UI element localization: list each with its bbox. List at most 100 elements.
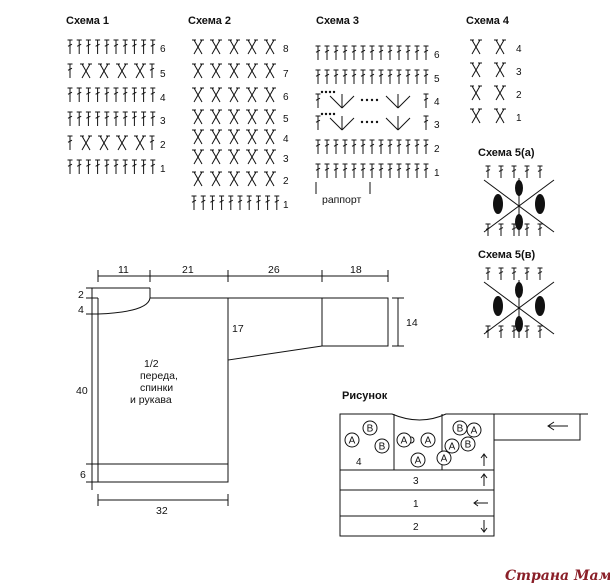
crossed-stitch-symbol [210,63,222,79]
crossed-stitch-symbol [246,129,258,145]
double-crochet-symbol [378,69,384,84]
double-crochet-symbol [498,325,504,338]
double-crochet-symbol [511,165,517,178]
double-crochet-symbol [396,163,402,178]
double-crochet-symbol [76,87,82,102]
double-crochet-symbol [113,159,119,174]
double-crochet-symbol [396,69,402,84]
crossed-stitch-symbol [470,62,482,78]
motif-circle [436,450,452,466]
puff-stitch-symbol [535,194,545,214]
scheme-3-row-1: 1 [434,168,440,179]
double-crochet-symbol [511,267,517,280]
double-crochet-symbol [255,195,261,210]
double-crochet-symbol [524,325,530,338]
double-crochet-symbol [76,39,82,54]
scheme-5b-motif [483,267,555,338]
scheme-3-row-6: 6 [434,50,440,61]
arrow-left-sleeve [547,421,568,431]
double-crochet-symbol [113,87,119,102]
dim-side-17: 17 [232,323,244,335]
chain-dot [375,120,379,124]
fan-stroke [329,117,343,131]
crossed-stitch-symbol [210,87,222,103]
double-crochet-symbol [85,39,91,54]
double-crochet-symbol [351,69,357,84]
double-crochet-symbol [315,93,321,108]
dim-top-11: 11 [118,264,129,276]
motif-circle [420,432,436,448]
layout-diagram-title: Рисунок [342,390,388,402]
dim-left-6: 6 [80,469,86,481]
double-crochet-symbol [537,223,543,236]
watermark-text: Страна Мам [505,568,610,584]
crossed-stitch-symbol [192,149,204,165]
double-crochet-symbol [396,139,402,154]
chain-dot [365,98,369,102]
crossed-stitch-symbol [228,87,240,103]
arrow-down-row-2 [480,520,488,533]
crossed-stitch-symbol [494,108,506,124]
arrow-up-section-4 [480,453,488,466]
chain-dot [375,98,379,102]
motif-circle [410,452,426,468]
double-crochet-symbol [485,165,491,178]
double-crochet-symbol [315,163,321,178]
scheme-4-chart [470,39,506,124]
double-crochet-symbol [104,39,110,54]
double-crochet-symbol [67,63,73,78]
double-crochet-symbol [537,165,543,178]
double-crochet-symbol [67,159,73,174]
chain-dot [360,98,364,102]
double-crochet-symbol [369,139,375,154]
double-crochet-symbol [141,159,147,174]
crossed-stitch-symbol [210,171,222,187]
scheme-3-title: Схема 3 [316,15,359,27]
double-crochet-symbol [333,69,339,84]
double-crochet-symbol [95,87,101,102]
scheme-5b-title: Схема 5(в) [478,249,535,261]
double-crochet-symbol [113,39,119,54]
dim-bottom-32: 32 [156,505,168,517]
scheme-2-row-5: 5 [283,114,289,125]
double-crochet-symbol [131,111,137,126]
scheme-2-row-7: 7 [283,69,289,80]
crossed-stitch-symbol [134,135,146,151]
crossed-stitch-symbol [264,171,276,187]
double-crochet-symbol [423,93,429,108]
crossed-stitch-symbol [98,63,110,79]
double-crochet-symbol [315,69,321,84]
pattern-schematic [86,270,404,506]
chain-dot [332,112,336,116]
crossed-stitch-symbol [470,85,482,101]
double-crochet-symbol [113,111,119,126]
crossed-stitch-symbol [192,63,204,79]
crossed-stitch-symbol [246,171,258,187]
double-crochet-symbol [498,267,504,280]
motif-circle-letter: A [471,426,478,437]
body-label-line-3: спинки [140,382,173,394]
double-crochet-symbol [387,45,393,60]
double-crochet-symbol [315,45,321,60]
crossed-stitch-symbol [264,63,276,79]
chain-dot [360,120,364,124]
double-crochet-symbol [524,267,530,280]
double-crochet-symbol [67,87,73,102]
fan-stroke [341,95,355,109]
double-crochet-symbol [324,163,330,178]
scheme-4-row-2: 2 [516,90,522,101]
motif-circle [466,422,482,438]
double-crochet-symbol [333,163,339,178]
double-crochet-symbol [141,39,147,54]
crossed-stitch-symbol [228,149,240,165]
double-crochet-symbol [414,139,420,154]
double-crochet-symbol [360,69,366,84]
double-crochet-symbol [423,139,429,154]
double-crochet-symbol [237,195,243,210]
double-crochet-symbol [524,165,530,178]
dim-top-18: 18 [350,264,362,276]
double-crochet-symbol [104,159,110,174]
crossed-stitch-symbol [470,108,482,124]
crossed-stitch-symbol [264,149,276,165]
